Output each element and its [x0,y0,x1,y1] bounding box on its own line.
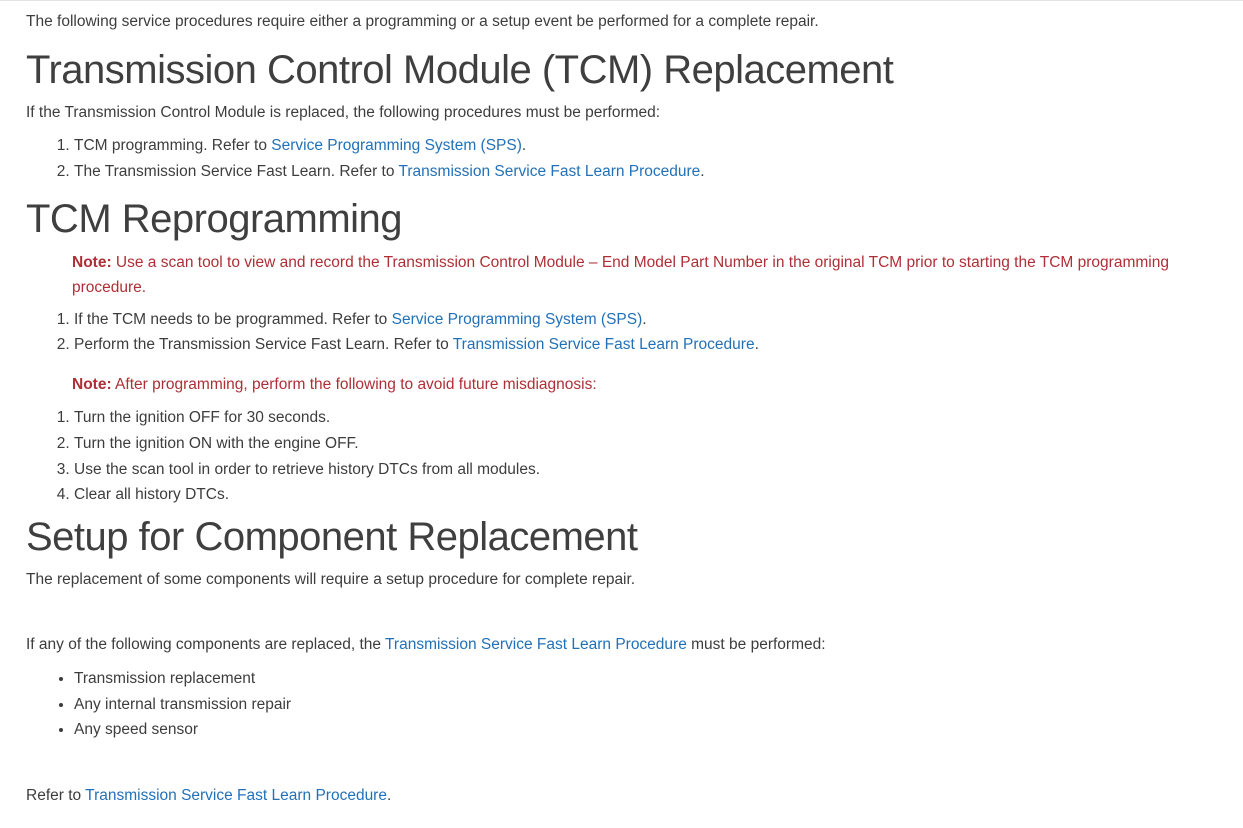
step-text: . [700,162,705,180]
step-text: Perform the Transmission Service Fast Le… [74,336,453,354]
note-text: After programming, perform the following… [111,375,597,393]
link-fast-learn-procedure[interactable]: Transmission Service Fast Learn Procedur… [452,336,755,354]
link-fast-learn-procedure[interactable]: Transmission Service Fast Learn Procedur… [85,786,387,804]
list-item: Any speed sensor [74,717,1217,743]
step-item: The Transmission Service Fast Learn. Ref… [74,159,1217,185]
list-item: Any internal transmission repair [74,692,1217,718]
condition-text: must be performed: [686,636,826,654]
section-tcm-replacement: Transmission Control Module (TCM) Replac… [26,47,1217,185]
note-text: Use a scan tool to view and record the T… [72,253,1169,297]
step-text: If the TCM needs to be programmed. Refer… [74,310,392,328]
step-item: TCM programming. Refer to Service Progra… [74,133,1217,159]
step-text: . [642,310,647,328]
heading-setup-component-replacement: Setup for Component Replacement [26,514,638,559]
step-item: Perform the Transmission Service Fast Le… [74,332,1217,358]
link-fast-learn-procedure[interactable]: Transmission Service Fast Learn Procedur… [398,162,701,180]
setup-lead: The replacement of some components will … [26,570,636,588]
intro-paragraph: The following service procedures require… [26,13,819,30]
link-service-programming-system[interactable]: Service Programming System (SPS) [391,310,643,328]
note-after-programming: Note: After programming, perform the fol… [72,372,1217,398]
component-list: Transmission replacement Any internal tr… [26,666,1217,743]
step-item: Clear all history DTCs. [74,482,1217,508]
link-service-programming-system[interactable]: Service Programming System (SPS) [271,137,522,155]
tcm-replacement-lead: If the Transmission Control Module is re… [26,103,661,121]
refer-text: . [386,786,392,804]
list-item: Transmission replacement [74,666,1217,692]
step-item: Turn the ignition ON with the engine OFF… [74,431,1217,457]
heading-tcm-reprogramming: TCM Reprogramming [26,197,403,242]
step-item: Turn the ignition OFF for 30 seconds. [74,405,1217,431]
condition-text: If any of the following components are r… [26,636,386,654]
step-text: . [521,137,527,155]
step-text: The Transmission Service Fast Learn. Ref… [74,162,399,180]
section-setup-component-replacement: Setup for Component Replacement The repl… [26,514,1217,809]
note-scan-tool: Note: Use a scan tool to view and record… [72,250,1217,301]
note-label: Note: [72,253,112,271]
refer-text: Refer to [26,786,86,804]
step-text: . [754,336,759,354]
tcm-reprogramming-steps: If the TCM needs to be programmed. Refer… [26,307,1217,358]
setup-condition: If any of the following components are r… [26,632,1217,658]
link-fast-learn-procedure[interactable]: Transmission Service Fast Learn Procedur… [385,636,687,654]
step-item: If the TCM needs to be programmed. Refer… [74,307,1217,333]
post-programming-steps: Turn the ignition OFF for 30 seconds. Tu… [26,405,1217,507]
section-tcm-reprogramming: TCM Reprogramming Note: Use a scan tool … [26,198,1217,507]
step-text: TCM programming. Refer to [74,137,272,155]
heading-tcm-replacement: Transmission Control Module (TCM) Replac… [26,47,894,92]
tcm-replacement-steps: TCM programming. Refer to Service Progra… [26,133,1217,184]
note-label: Note: [72,375,112,393]
refer-paragraph: Refer to Transmission Service Fast Learn… [26,783,1217,809]
step-item: Use the scan tool in order to retrieve h… [74,457,1217,483]
